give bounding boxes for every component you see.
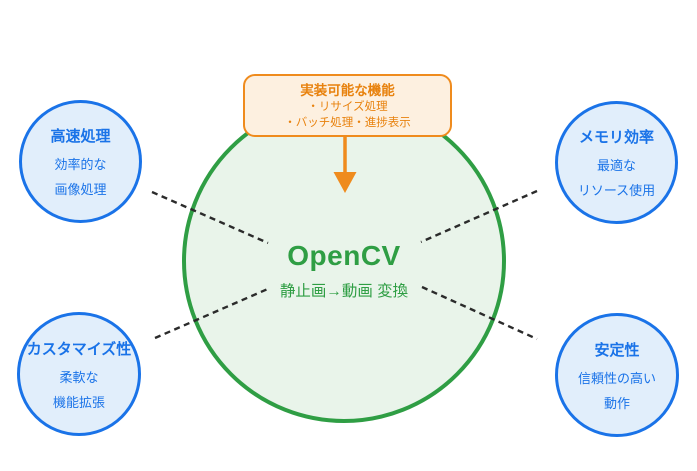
satellite-title: メモリ効率	[578, 129, 654, 146]
satellite-line: 柔軟な	[59, 369, 99, 385]
center-node-title: OpenCV	[287, 239, 401, 271]
satellite-title: カスタマイズ性	[26, 340, 132, 358]
center-node-opencv: OpenCV 静止画→動画 変換	[182, 99, 506, 423]
satellite-title: 高速処理	[50, 128, 111, 145]
satellite-node-memory-efficiency: メモリ効率 最適な リソース使用	[555, 101, 678, 224]
center-node-subtitle: 静止画→動画 変換	[279, 282, 409, 300]
satellite-node-fast-processing: 高速処理 効率的な 画像処理	[19, 100, 142, 223]
satellite-line: 最適な	[596, 158, 636, 173]
satellite-line: 機能拡張	[52, 394, 105, 410]
callout-box-implementable-features: 実装可能な機能 ・リサイズ処理 ・バッチ処理・進捗表示	[243, 74, 452, 137]
satellite-line: リソース使用	[577, 183, 656, 198]
callout-title: 実装可能な機能	[300, 83, 395, 98]
callout-feature-line: ・リサイズ処理	[307, 101, 388, 113]
satellite-line: 効率的な	[54, 157, 107, 172]
satellite-line: 画像処理	[54, 182, 107, 197]
callout-feature-line: ・バッチ処理・進捗表示	[284, 117, 411, 129]
satellite-line: 信頼性の高い	[577, 370, 656, 386]
satellite-node-customizability: カスタマイズ性 柔軟な 機能拡張	[17, 312, 141, 436]
satellite-title: 安定性	[594, 341, 640, 359]
satellite-line: 動作	[603, 395, 630, 411]
satellite-node-stability: 安定性 信頼性の高い 動作	[555, 313, 679, 437]
